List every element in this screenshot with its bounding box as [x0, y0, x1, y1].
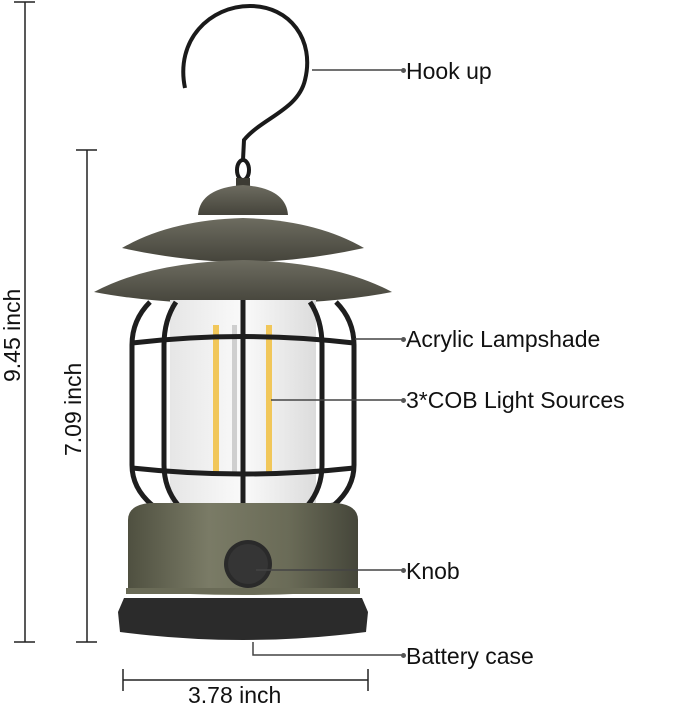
dimension-body-height: [76, 149, 97, 643]
cob-light-2: [266, 325, 272, 475]
callout-battery-case: Battery case: [406, 643, 534, 669]
total-height-label: 9.45 inch: [0, 288, 25, 382]
cob-light-1: [213, 325, 219, 475]
battery-case: [118, 598, 368, 640]
callout-cob-light-sources: 3*COB Light Sources: [406, 387, 625, 413]
cob-callout-dot: [401, 398, 406, 403]
lampshade-callout-dot: [401, 337, 406, 342]
battery-callout-dot: [401, 653, 406, 658]
knob-callout-dot: [401, 568, 406, 573]
hook-callout-dot: [401, 68, 406, 73]
body-height-label: 7.09 inch: [60, 362, 86, 456]
callout-knob: Knob: [406, 558, 460, 584]
callout-acrylic-lampshade: Acrylic Lampshade: [406, 326, 601, 352]
cap: [94, 178, 392, 304]
hook: [181, 3, 310, 182]
cage: [129, 300, 357, 515]
width-label: 3.78 inch: [188, 682, 282, 708]
callout-hook-up: Hook up: [406, 58, 492, 84]
dimension-total-height: [14, 1, 35, 643]
dimension-width: [122, 669, 369, 691]
